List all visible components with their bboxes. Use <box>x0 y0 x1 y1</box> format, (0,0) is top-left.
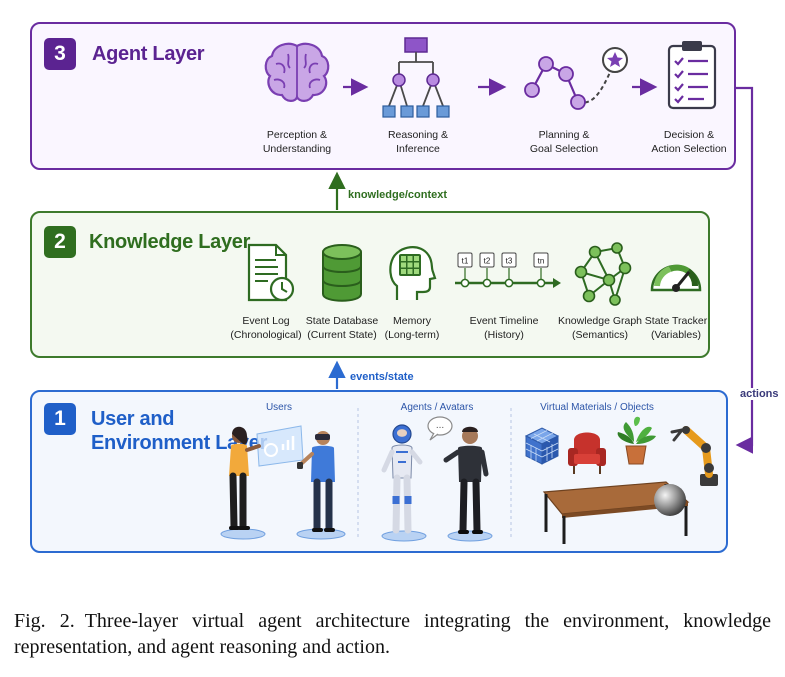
edge-label-knowledge-context: knowledge/context <box>348 189 448 201</box>
avatar-man-figure <box>443 426 489 534</box>
knowledge-component-label-knowledge-graph: Knowledge Graph(Semantics) <box>557 315 643 341</box>
agent-component-label-decision: Decision &Action Selection <box>651 129 727 155</box>
metal-sphere-icon <box>654 484 686 516</box>
speech-bubble-text: ... <box>436 420 444 431</box>
actions-arrow <box>735 86 754 454</box>
figure-caption-text: Three-layer virtual agent architecture i… <box>14 610 771 658</box>
agent-layer-box <box>30 22 736 170</box>
brain-icon <box>264 42 330 102</box>
memory-head-icon <box>389 246 437 300</box>
robot-arm-icon <box>670 426 718 486</box>
figure-caption-label: Fig. 2. <box>14 610 75 632</box>
knowledge-component-label-state-tracker: State Tracker(Variables) <box>644 315 708 341</box>
layer-edges <box>328 86 754 454</box>
timeline-tick-t1: t1 <box>462 257 469 266</box>
path-star-icon <box>524 47 628 110</box>
graph-icon <box>574 242 632 306</box>
user-layer-number-badge: 1 <box>44 403 76 435</box>
hologram-panel-icon <box>256 425 304 467</box>
knowledge-component-label-state-database: State Database(Current State) <box>305 315 379 341</box>
section-title-virtual-materials: Virtual Materials / Objects <box>540 402 654 413</box>
knowledge-component-label-event-log: Event Log(Chronological) <box>230 315 302 341</box>
section-dividers <box>357 408 512 540</box>
potted-plant-icon <box>617 416 656 465</box>
gauge-icon <box>650 264 702 292</box>
robot-avatar-figure <box>381 424 423 534</box>
timeline-icon: t1 t2 t3 tn <box>455 252 561 288</box>
knowledge-component-label-event-timeline: Event Timeline(History) <box>469 315 539 341</box>
knowledge-layer-title: Knowledge Layer <box>89 231 251 253</box>
tree-icon <box>382 37 450 118</box>
users-scene <box>220 425 346 540</box>
user-layer-box <box>30 390 728 553</box>
agent-component-label-perception: Perception &Understanding <box>262 129 332 155</box>
timeline-tick-t3: t3 <box>506 257 513 266</box>
objects-scene <box>524 416 718 544</box>
timeline-tick-tn: tn <box>538 257 545 266</box>
knowledge-layer-number-badge: 2 <box>44 226 76 258</box>
user-layer-title-line2: Environment Layer <box>91 432 268 454</box>
checklist-icon <box>667 41 717 110</box>
database-icon <box>322 244 362 302</box>
agent-layer-title: Agent Layer <box>92 43 205 65</box>
user-man-vr-figure <box>297 431 335 532</box>
agent-flow-arrows <box>343 78 658 96</box>
section-title-users: Users <box>265 402 293 413</box>
figure-caption: Fig. 2.Three-layer virtual agent archite… <box>14 608 771 660</box>
document-clock-icon <box>247 243 295 302</box>
edge-label-events-state: events/state <box>350 371 414 383</box>
cube-icon <box>524 427 560 465</box>
user-layer-title-line1: User and <box>91 408 175 430</box>
agent-layer-number-badge: 3 <box>44 38 76 70</box>
armchair-icon <box>568 432 606 474</box>
agent-component-label-reasoning: Reasoning &Inference <box>387 129 449 155</box>
edge-label-actions: actions <box>738 388 781 400</box>
knowledge-layer-box <box>30 211 710 358</box>
timeline-tick-t2: t2 <box>484 257 491 266</box>
speech-bubble-icon: ... <box>427 416 453 441</box>
knowledge-component-label-memory: Memory(Long-term) <box>384 315 440 341</box>
agents-scene: ... <box>381 416 493 542</box>
agent-component-label-planning: Planning &Goal Selection <box>529 129 599 155</box>
section-title-agents-avatars: Agents / Avatars <box>400 402 474 413</box>
user-woman-figure <box>229 426 261 530</box>
